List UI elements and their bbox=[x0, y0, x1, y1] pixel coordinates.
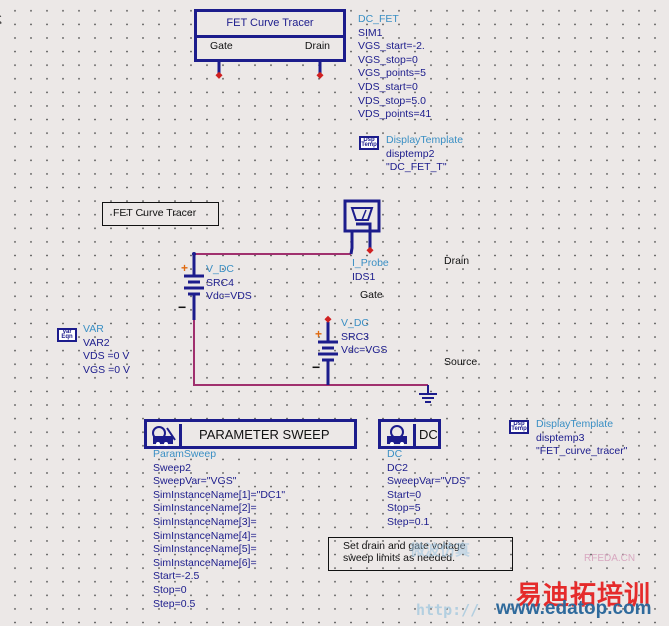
port-drain-label: Drain bbox=[304, 40, 330, 52]
display-template-2-params[interactable]: DisplayTemplate disptemp3 "FET_curve_tra… bbox=[536, 418, 627, 459]
param-line: VGS_points=5 bbox=[358, 67, 427, 80]
src3-type: V_DC bbox=[341, 317, 370, 329]
source-label: Source bbox=[444, 356, 478, 368]
watermark-site-top: RFEDA.CN bbox=[584, 553, 636, 564]
param-line: SweepVar="VDS" bbox=[387, 475, 470, 488]
param-line: Vdc=VDS bbox=[206, 290, 252, 303]
corner-glyph: ς bbox=[0, 11, 2, 26]
display-template-type: DisplayTemplate bbox=[386, 134, 464, 146]
var-eqn-icon[interactable]: Var Eqn bbox=[57, 328, 77, 342]
dc-fet-params[interactable]: DC_FET SIM1 VGS_start=-2. VGS_stop=0 VGS… bbox=[358, 13, 431, 122]
src3-plus-sign: + bbox=[315, 327, 323, 341]
param-line: VAR2 bbox=[83, 336, 110, 349]
param-line: VGS_start=-2. bbox=[358, 40, 425, 53]
note-fet-curve-tracer[interactable]: FET Curve Tracer bbox=[102, 202, 219, 226]
src4-plus-sign: + bbox=[181, 261, 189, 275]
fet-curve-tracer-symbol[interactable]: FET Curve Tracer Gate Drain bbox=[194, 9, 346, 62]
i-probe-params[interactable]: I_Probe IDS1 bbox=[352, 257, 389, 284]
param-line: DC2 bbox=[387, 461, 409, 474]
param-line: SweepVar="VGS" bbox=[153, 475, 237, 488]
display-template-1-params[interactable]: DisplayTemplate disptemp2 "DC_FET_T" bbox=[386, 134, 463, 175]
i-probe-symbol[interactable] bbox=[343, 199, 381, 233]
src3-pin[interactable] bbox=[324, 315, 332, 323]
i-probe-type: I_Probe bbox=[352, 257, 389, 269]
gate-label: Gate bbox=[360, 289, 383, 301]
param-line: IDS1 bbox=[352, 270, 376, 283]
param-line: Start=0 bbox=[387, 488, 422, 501]
drain-label: Drain bbox=[444, 255, 470, 267]
gate-pin[interactable] bbox=[215, 71, 223, 79]
param-line: SimInstanceName[5]= bbox=[153, 543, 257, 556]
parameter-sweep-label: PARAMETER SWEEP bbox=[199, 427, 330, 442]
display-template-type: DisplayTemplate bbox=[536, 418, 614, 430]
src3-params[interactable]: V_DC SRC3 Vdc=VGS bbox=[341, 317, 387, 358]
param-line: Vdc=VGS bbox=[341, 344, 388, 357]
param-line: SimInstanceName[4]= bbox=[153, 529, 257, 542]
dc-controller-icon bbox=[383, 424, 416, 448]
param-line: disptemp3 bbox=[536, 431, 585, 444]
param-line: disptemp2 bbox=[386, 147, 435, 160]
param-line: VDS_start=0 bbox=[358, 80, 418, 93]
param-line: VDS_stop=5.0 bbox=[358, 94, 427, 107]
param-line: Sweep2 bbox=[153, 461, 191, 474]
display-template-icon[interactable]: Dsp Temp bbox=[359, 136, 379, 150]
param-line: "FET_curve_tracer" bbox=[536, 445, 628, 458]
watermark-url: www.edatop.com bbox=[496, 598, 652, 619]
param-line: SRC3 bbox=[341, 330, 370, 343]
var-type: VAR bbox=[83, 323, 104, 335]
note-text: FET Curve Tracer bbox=[113, 207, 197, 219]
param-line: VGS =0 V bbox=[83, 363, 130, 376]
note-line: sweep limits as needed. bbox=[343, 552, 456, 564]
display-template-icon[interactable]: Dsp Temp bbox=[509, 420, 529, 434]
param-line: SimInstanceName[3]= bbox=[153, 515, 257, 528]
drain-pin[interactable] bbox=[316, 71, 324, 79]
param-line: SIM1 bbox=[358, 26, 383, 39]
param-line: SimInstanceName[2]= bbox=[153, 502, 257, 515]
fet-curve-tracer-title: FET Curve Tracer bbox=[197, 12, 343, 38]
src4-type: V_DC bbox=[206, 263, 235, 275]
src3-minus-sign: − bbox=[312, 359, 321, 375]
i-probe-pin[interactable] bbox=[366, 246, 374, 254]
dc-params[interactable]: DC DC2 SweepVar="VDS" Start=0 Stop=5 Ste… bbox=[387, 448, 470, 530]
param-sweep-type: ParamSweep bbox=[153, 448, 217, 460]
src4-params[interactable]: V_DC SRC4 Vdc=VDS bbox=[206, 263, 252, 304]
param-line: SRC4 bbox=[206, 276, 235, 289]
ground-icon bbox=[419, 385, 437, 403]
param-line: "DC_FET_T" bbox=[386, 161, 447, 174]
dc-type: DC bbox=[387, 448, 403, 460]
param-line: SimInstanceName[1]="DC1" bbox=[153, 488, 286, 501]
param-line: Stop=5 bbox=[387, 502, 421, 515]
param-line: Start=-2.5 bbox=[153, 570, 200, 583]
param-sweep-params[interactable]: ParamSweep Sweep2 SweepVar="VGS" SimInst… bbox=[153, 448, 285, 611]
param-line: VGS_stop=0 bbox=[358, 53, 418, 66]
var-params[interactable]: VAR VAR2 VDS =0 V VGS =0 V bbox=[83, 323, 130, 377]
dc-label: DC bbox=[419, 427, 438, 442]
param-line: Step=0.5 bbox=[153, 597, 196, 610]
sweep-controller-icon bbox=[149, 424, 182, 448]
param-line: VDS =0 V bbox=[83, 350, 130, 363]
wire-bottom[interactable] bbox=[193, 318, 428, 386]
watermark-faint-chinese: 微波仿真 bbox=[410, 542, 471, 559]
watermark-url-prefix: http:// bbox=[416, 601, 480, 619]
param-line: VDS_points=41 bbox=[358, 108, 432, 121]
parameter-sweep-symbol[interactable]: PARAMETER SWEEP bbox=[144, 419, 357, 449]
param-line: Step=0.1 bbox=[387, 515, 430, 528]
param-line: Stop=0 bbox=[153, 583, 187, 596]
port-gate-label: Gate bbox=[210, 40, 233, 52]
watermark-chinese: 易迪拓培训 bbox=[516, 580, 652, 610]
note-line: Set drain and gate voltage bbox=[343, 540, 466, 552]
note-sweep-limits[interactable]: Set drain and gate voltage sweep limits … bbox=[328, 537, 513, 571]
dc-simulation-symbol[interactable]: DC bbox=[378, 419, 441, 449]
src4-minus-sign: − bbox=[178, 299, 187, 315]
param-line: SimInstanceName[6]= bbox=[153, 556, 257, 569]
dc-fet-type: DC_FET bbox=[358, 13, 399, 25]
